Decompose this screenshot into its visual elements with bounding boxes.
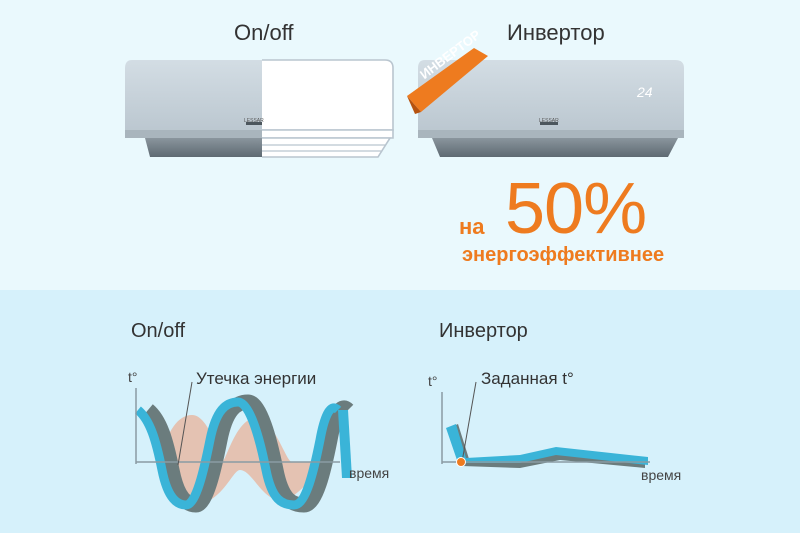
setpoint-callout-line xyxy=(461,381,477,463)
inverter-brand-logo: LESSAR xyxy=(539,118,559,124)
onoff-y-axis-label: t° xyxy=(128,369,138,385)
onoff-chart-title: On/off xyxy=(131,320,186,342)
onoff-unit-title: On/off xyxy=(234,20,294,45)
onoff-wave-shadow xyxy=(142,394,354,513)
unit-display: 24 xyxy=(637,84,653,100)
inverter-chart-title: Инвертор xyxy=(439,320,528,342)
onoff-ac-unit xyxy=(125,59,394,158)
inverter-diagram xyxy=(441,381,650,468)
efficiency-suffix: энергоэффективнее xyxy=(462,244,665,266)
leak-callout-line xyxy=(177,381,193,466)
setpoint-marker xyxy=(456,457,466,467)
inverter-ac-unit xyxy=(418,60,684,157)
inverter-ribbon xyxy=(407,48,488,114)
leak-callout-label: Утечка энергии xyxy=(196,369,317,388)
inverter-wave xyxy=(446,424,648,465)
bottom-panel xyxy=(0,290,800,533)
inverter-y-axis-label: t° xyxy=(428,373,438,389)
onoff-x-axis-label: время xyxy=(349,465,390,481)
onoff-brand-logo: LESSAR xyxy=(244,118,264,124)
ac-units-illustration xyxy=(125,48,684,158)
efficiency-prefix: на xyxy=(459,214,485,239)
onoff-wave xyxy=(134,397,342,510)
setpoint-callout-label: Заданная t° xyxy=(481,369,574,388)
efficiency-value: 50% xyxy=(505,169,647,249)
inverter-x-axis-label: время xyxy=(641,467,682,483)
onoff-diagram xyxy=(134,381,354,513)
inverter-unit-title: Инвертор xyxy=(507,20,605,45)
